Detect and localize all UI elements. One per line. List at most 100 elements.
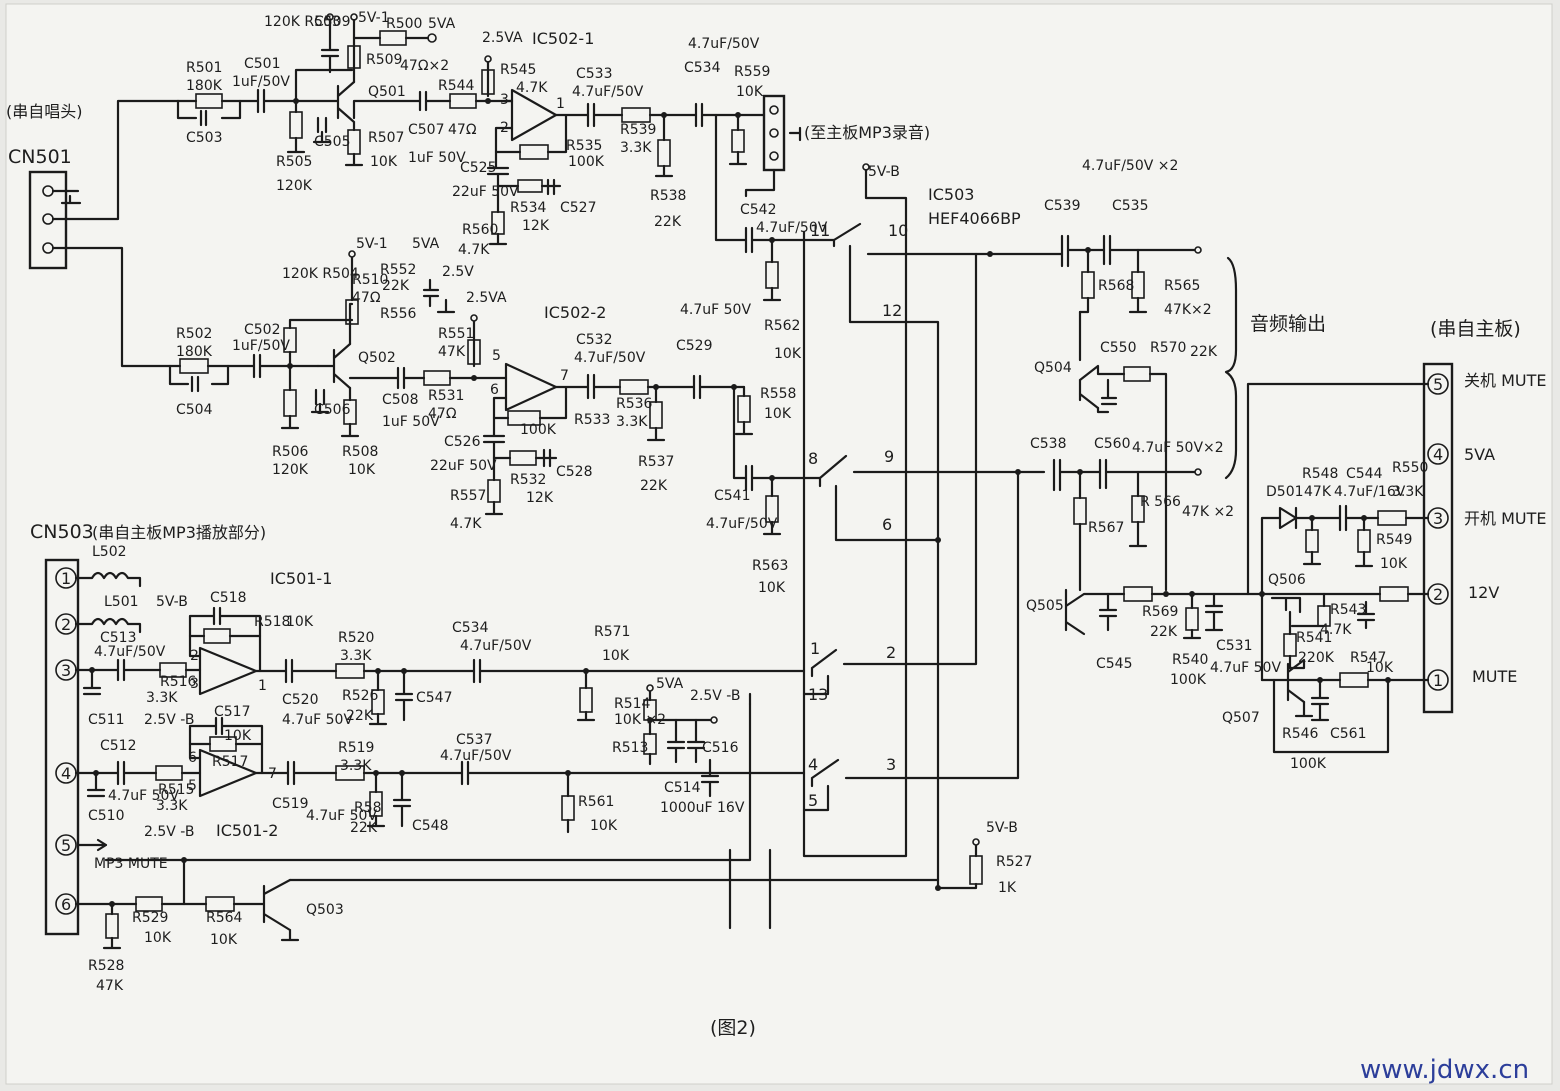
label-c531-value: 4.7uF 50V [1210,660,1281,676]
label-sw-pin10: 10 [888,221,908,240]
label-r58x: R58 [354,800,382,816]
label-c520: C520 [282,692,319,708]
main-pin-3-label: 开机 MUTE [1464,509,1547,528]
label-ic502-1-pin1: 1 [556,96,565,112]
label-l502: L502 [92,544,127,560]
label-r564-value: 10K [210,932,238,948]
label-c537-value: 4.7uF/50V [440,748,512,764]
label-r516-value: 3.3K [146,690,178,706]
label-c510: C510 [88,808,125,824]
label-c560: C560 [1094,436,1131,452]
label-c541: C541 [714,488,751,504]
label-r529-value: 10K [144,930,172,946]
label-r540-value: 100K [1170,672,1207,688]
label-r508: R508 [342,444,378,460]
label-r534-value: 12K [522,218,550,234]
label-r558: R558 [760,386,796,402]
label-r561: R561 [578,794,614,810]
label-c561: C561 [1330,726,1367,742]
label-r531-value: 47Ω [428,406,457,422]
label-c532-value: 4.7uF/50V [574,350,646,366]
label-q501: Q501 [368,84,406,100]
main-pin-5-label: 关机 MUTE [1464,371,1547,390]
label-r560-value: 4.7K [458,242,490,258]
label-r543-value: 4.7K [1320,622,1352,638]
label-r527-value: 1K [998,880,1017,896]
label-r537: R537 [638,454,674,470]
label-c526: C526 [444,434,481,450]
label-r515-value: 3.3K [156,798,188,814]
label-sw-pin2: 2 [886,643,896,662]
label-r527: R527 [996,854,1032,870]
main-pin-4: 4 [1433,445,1443,464]
label-c541-value: 4.7uF/50V [706,516,778,532]
label-ic501-2-pin7: 7 [268,766,277,782]
label-r566: R 566 [1140,494,1181,510]
label-c526-value: 22uF 50V [430,458,497,474]
label-r528-value: 47K [96,978,124,994]
label-q504: Q504 [1034,360,1072,376]
label-r533-value: 100K [520,422,557,438]
label-r562: R562 [764,318,800,334]
label-c534b: C534 [452,620,489,636]
label-r546-value: 100K [1290,756,1327,772]
label-r526: R526 [342,688,379,704]
label-c516: C516 [702,740,739,756]
label-ic501-1-pin2: 2 [190,648,199,664]
label-c525-value: 22uF 50V [452,184,519,200]
label-q502: Q502 [358,350,396,366]
label-r541-value: 220K [1298,650,1335,666]
label-r534: R534 [510,200,547,216]
label-r565-value: 47K×2 [1164,302,1212,318]
label-c538: C538 [1030,436,1067,452]
main-pin-4-label: 5VA [1464,445,1495,464]
bottom-mic-channel [168,250,754,516]
label-r550-value: 3.3K [1392,484,1424,500]
label-r536: R536 [616,396,653,412]
label-r508-value: 10K [348,462,376,478]
main-pin-3: 3 [1433,509,1443,528]
label-r569-value: 22K [1150,624,1178,640]
label-c525: C525 [460,160,497,176]
label-rail-5vb-r527: 5V-B [986,820,1018,836]
label-r507: R507 [368,130,404,146]
label-c542-value: 4.7uF/50V [756,220,828,236]
cn503-pin-5: 5 [61,836,71,855]
label-c507-value: 1uF 50V [408,150,466,166]
label-r502: R502 [176,326,212,342]
label-r559: R559 [734,64,770,80]
label-c547: C547 [416,690,453,706]
label-r569: R569 [1142,604,1178,620]
label-c518: C518 [210,590,247,606]
label-rail-2v5b-ch1: 2.5V -B [144,712,194,728]
label-r563: R563 [752,558,788,574]
label-r516: R516 [160,674,197,690]
label-c542: C542 [740,202,777,218]
label-r533: R533 [574,412,610,428]
label-sw-pin13: 13 [808,685,828,704]
label-c502: C502 [244,322,281,338]
label-c511: C511 [88,712,125,728]
label-r514: R514 [614,696,651,712]
label-r536-value: 3.3K [616,414,648,430]
label-r544-value: 47Ω [448,122,477,138]
label-c503: C503 [186,130,223,146]
label-c560-value: 4.7uF 50V×2 [1132,440,1224,456]
label-r567: R567 [1088,520,1124,536]
audio-output-stage [1052,234,1272,640]
cn503-connector: 1 2 3 4 5 6 CN503 (串自主板MP3播放部分) MP3 MUTE [30,521,266,936]
cn503-pin-4: 4 [61,764,71,783]
label-ic502-1-pin2: 2 [500,120,509,136]
label-sw-pin9: 9 [884,447,894,466]
label-r58x-value: 22K [350,820,378,836]
ic503-switch [744,163,1064,890]
main-pin-5: 5 [1433,375,1443,394]
mp3-record-note: (至主板MP3录音) [804,123,930,142]
label-r507-value: 10K [370,154,398,170]
label-c507: C507 [408,122,445,138]
label-c506: C506 [314,402,351,418]
label-rail-5va-top: 5VA [428,16,456,32]
label-r504: 120K R504 [282,266,359,282]
label-rail-2v5b-ch2: 2.5V -B [144,824,194,840]
